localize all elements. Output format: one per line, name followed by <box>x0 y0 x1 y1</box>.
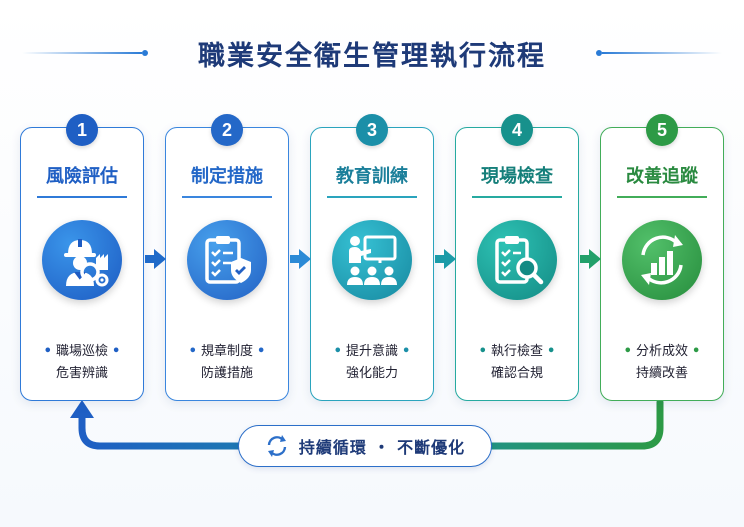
step-desc-line2: 確認合規 <box>490 366 543 381</box>
arrow-right-icon <box>435 249 456 269</box>
cycle-arrows-icon <box>267 435 287 457</box>
step-desc-line2: 防護措施 <box>200 366 253 381</box>
clipboard-shield-icon <box>187 220 267 300</box>
step-description: •職場巡檢• 危害辨識 <box>21 341 143 385</box>
clipboard-magnifier-icon <box>477 220 557 300</box>
worker-inspection-icon <box>42 220 122 300</box>
step-card-2: 2 制定措施 •規章制度• 防護措施 <box>165 114 289 401</box>
title-decor-dot-right <box>596 50 602 56</box>
step-description: •規章制度• 防護措施 <box>166 341 288 385</box>
title-decor-line-left <box>22 52 142 54</box>
step-card-5: 5 改善追蹤 •分析成效• 持續改善 <box>600 114 724 401</box>
arrow-right-icon <box>290 249 311 269</box>
step-divider <box>327 196 417 198</box>
title-decor-line-right <box>602 52 722 54</box>
step-title: 改善追蹤 <box>626 166 698 187</box>
step-desc-line1: 職場巡檢 <box>55 344 108 359</box>
step-divider <box>37 196 127 198</box>
step-card-3: 3 教育訓練 •提升意識• 強化能力 <box>310 114 434 401</box>
step-number-badge: 2 <box>211 114 243 146</box>
page-title: 職業安全衛生管理執行流程 <box>198 41 546 72</box>
step-number-badge: 3 <box>356 114 388 146</box>
loop-label: 持續循環 ・ 不斷優化 <box>298 438 466 457</box>
step-number-badge: 5 <box>646 114 678 146</box>
step-description: •分析成效• 持續改善 <box>601 341 723 385</box>
step-title: 制定措施 <box>191 166 263 187</box>
step-description: •提升意識• 強化能力 <box>311 341 433 385</box>
step-desc-line2: 危害辨識 <box>55 366 108 381</box>
loop-arrowhead <box>70 400 94 418</box>
step-card-1: 1 風險評估 •職場巡檢• 危害辨識 <box>20 114 144 401</box>
arrow-right-icon <box>145 249 166 269</box>
step-description: •執行檢查• 確認合規 <box>456 341 578 385</box>
step-card-4: 4 現場檢查 •執行檢查• 確認合規 <box>455 114 579 401</box>
title-decor-dot-left <box>142 50 148 56</box>
step-desc-line1: 提升意識 <box>345 344 398 359</box>
training-presentation-icon <box>332 220 412 300</box>
step-title: 現場檢查 <box>481 166 553 187</box>
step-desc-line2: 持續改善 <box>635 366 688 381</box>
step-divider <box>617 196 707 198</box>
step-divider <box>182 196 272 198</box>
step-desc-line1: 規章制度 <box>200 344 253 359</box>
cycle-chart-icon <box>622 220 702 300</box>
step-divider <box>472 196 562 198</box>
step-desc-line1: 分析成效 <box>635 344 688 359</box>
step-desc-line1: 執行檢查 <box>490 344 543 359</box>
arrow-right-icon <box>580 249 601 269</box>
step-number-badge: 4 <box>501 114 533 146</box>
step-desc-line2: 強化能力 <box>345 366 398 381</box>
loop-label-pill: 持續循環 ・ 不斷優化 <box>238 425 492 467</box>
step-number-badge: 1 <box>66 114 98 146</box>
step-title: 風險評估 <box>46 166 118 187</box>
step-title: 教育訓練 <box>336 166 408 187</box>
